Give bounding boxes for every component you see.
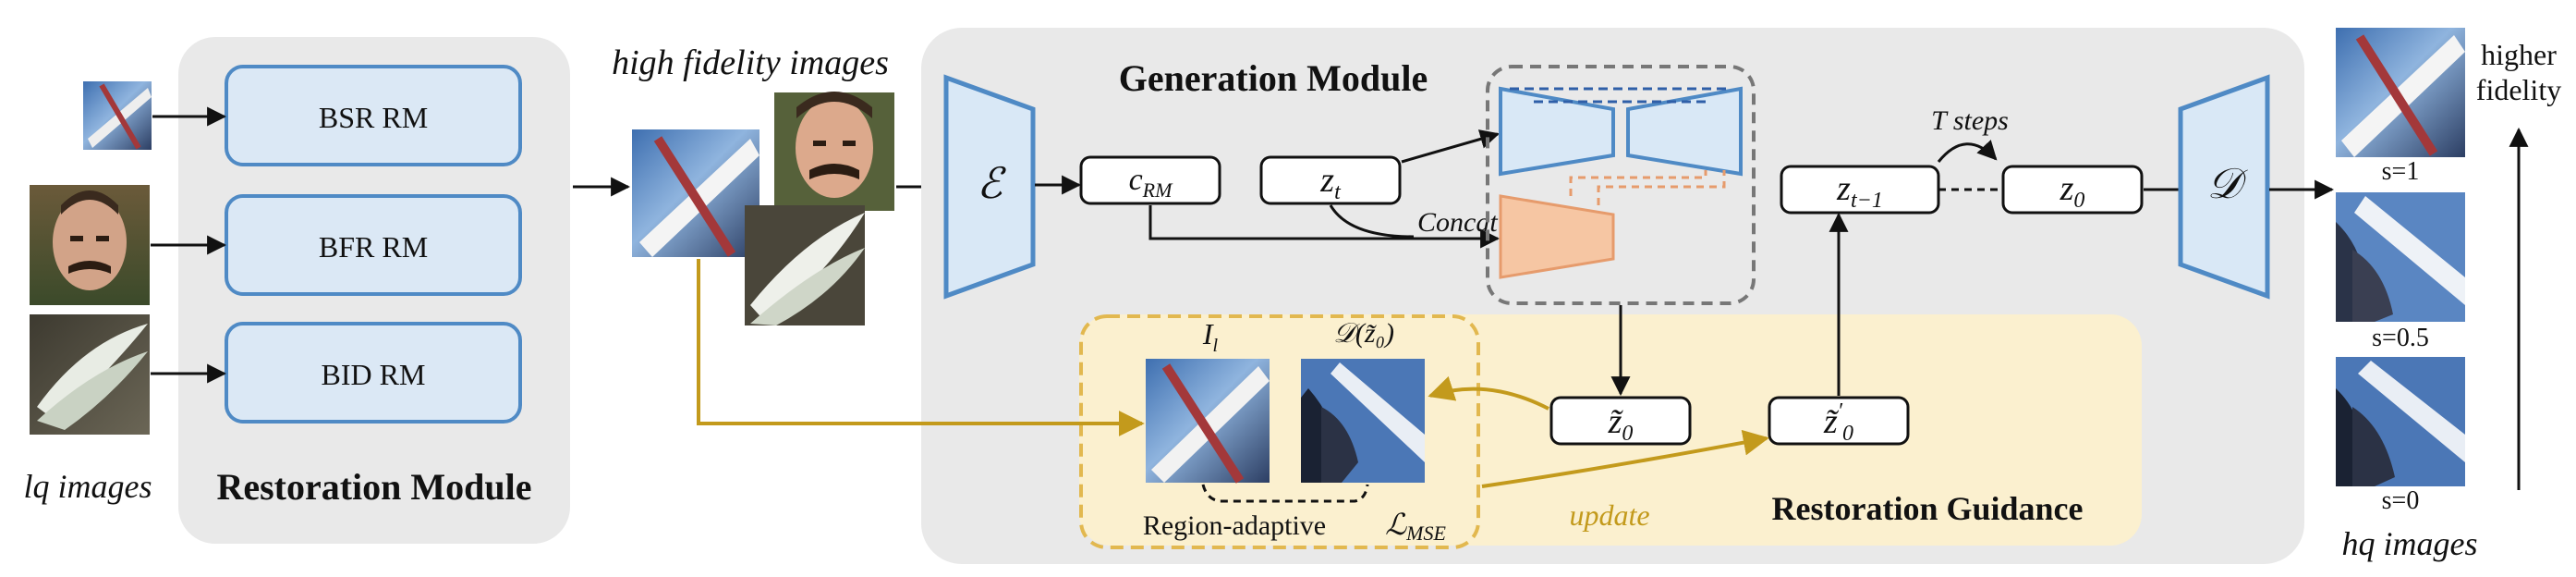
controlnet-block — [1499, 194, 1615, 279]
hq-image-s0 — [2336, 357, 2465, 486]
bsr-rm-box: BSR RM — [225, 65, 522, 166]
high-fidelity-label: high fidelity images — [612, 43, 889, 82]
fidelity-label: fidelity — [2476, 73, 2561, 106]
concat-curve — [1329, 204, 1415, 239]
arrow-zt-to-unet — [1401, 129, 1501, 164]
decoded-z0-label: 𝒟(z̃₀) — [1333, 318, 1394, 349]
encoder-block — [943, 74, 1036, 300]
unet-decoder — [1626, 86, 1743, 177]
s0-label: s=0 — [2382, 486, 2420, 515]
lq-image-face — [30, 185, 150, 305]
z0-label: z0 — [2060, 169, 2085, 213]
hf-image-windmill — [632, 129, 759, 257]
c-rm-label: cRM — [1129, 163, 1174, 202]
bfr-rm-box: BFR RM — [225, 194, 522, 296]
i-l-label: Il — [1202, 317, 1219, 356]
lq-images-label: lq images — [24, 468, 152, 505]
z0-tilde-box — [1549, 396, 1692, 446]
t-steps-label: T steps — [1931, 105, 2009, 136]
hq-image-s1 — [2336, 28, 2465, 157]
bfr-rm-label: BFR RM — [319, 230, 428, 264]
decoder-block — [2178, 74, 2270, 300]
bsr-rm-label: BSR RM — [319, 101, 428, 134]
gold-arrow-update — [1481, 429, 1769, 488]
restoration-module-title: Restoration Module — [216, 466, 531, 508]
z-t-box — [1259, 155, 1402, 205]
gold-arrow-z0tilde-to-decoded — [1428, 375, 1549, 411]
control-link-1 — [1569, 170, 1707, 196]
z0-prime-label: z̃′0 — [1823, 399, 1853, 446]
t-steps-loop — [1937, 140, 1998, 163]
z-t-minus-1-label: zt−1 — [1836, 169, 1883, 213]
hf-image-face — [774, 92, 894, 211]
concat-label: Concat — [1417, 207, 1498, 238]
z0-tilde-label: z̃0 — [1608, 402, 1634, 446]
generation-module-title: Generation Module — [1119, 57, 1428, 99]
arrow-crm-to-controlnet — [1148, 205, 1501, 249]
z0-box — [2001, 165, 2144, 215]
lq-image-windmill — [83, 81, 152, 150]
input-image-crop — [1146, 359, 1270, 484]
update-label: update — [1569, 498, 1649, 532]
s05-label: s=0.5 — [2372, 324, 2429, 352]
higher-label: higher — [2481, 38, 2557, 71]
encoder-label: ℰ — [977, 160, 1006, 207]
gold-arrow-hf-to-region — [697, 259, 1145, 436]
hq-image-s05 — [2336, 192, 2465, 322]
decoded-image-crop — [1301, 359, 1425, 483]
c-rm-box — [1079, 155, 1221, 205]
z-t-label: zt — [1319, 161, 1342, 204]
unet-encoder — [1499, 86, 1615, 177]
mse-loss-label: ℒMSE — [1385, 508, 1446, 545]
bid-rm-label: BID RM — [322, 358, 426, 391]
bid-rm-box: BID RM — [225, 322, 522, 424]
hq-images-label: hq images — [2342, 525, 2478, 562]
s1-label: s=1 — [2382, 157, 2420, 186]
region-adaptive-label: Region-adaptive — [1143, 510, 1326, 541]
control-link-2 — [1597, 170, 1726, 205]
z0-prime-box — [1768, 396, 1910, 446]
region-adaptive-box — [1079, 314, 1480, 549]
region-compare-link — [1201, 484, 1369, 503]
hf-image-wing — [745, 205, 865, 325]
lq-image-wing — [30, 314, 150, 435]
restoration-guidance-title: Restoration Guidance — [1772, 490, 2084, 527]
